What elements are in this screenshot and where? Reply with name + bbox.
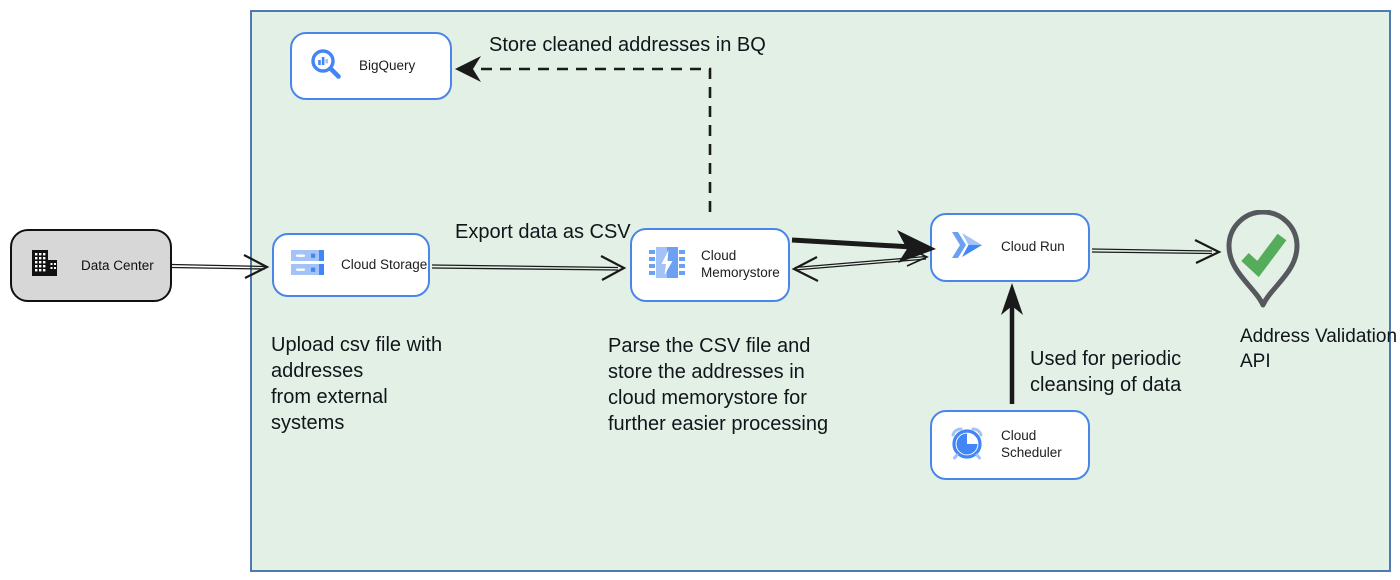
node-label: BigQuery bbox=[359, 57, 416, 73]
node-data-center[interactable]: Data Center bbox=[10, 229, 172, 302]
alarm-clock-icon bbox=[949, 426, 985, 465]
annotation-parse-note: Parse the CSV file and store the address… bbox=[608, 335, 829, 435]
annotation-upload-note: Upload csv file with addresses from exte… bbox=[271, 334, 443, 434]
bigquery-magnifier-icon bbox=[309, 47, 343, 86]
node-address-validation-api[interactable] bbox=[1222, 209, 1304, 315]
building-icon bbox=[29, 248, 59, 283]
node-cloud-scheduler[interactable]: Cloud Scheduler bbox=[930, 410, 1090, 480]
node-label: Data Center bbox=[81, 258, 154, 273]
map-pin-check-icon bbox=[1226, 209, 1300, 308]
cloud-run-chevrons-icon bbox=[949, 230, 985, 265]
node-label: Cloud Scheduler bbox=[1001, 428, 1062, 460]
node-label: Cloud Storage bbox=[341, 256, 428, 272]
node-label: Cloud Memorystore bbox=[701, 248, 780, 280]
check-icon bbox=[1241, 233, 1287, 278]
annotation-periodic-note: Used for periodic cleansing of data bbox=[1030, 348, 1182, 396]
node-label: Cloud Run bbox=[1001, 239, 1065, 255]
node-cloud-memorystore[interactable]: Cloud Memorystore bbox=[630, 228, 790, 302]
node-cloud-run[interactable]: Cloud Run bbox=[930, 213, 1090, 282]
node-bigquery[interactable]: BigQuery bbox=[290, 32, 452, 100]
node-cloud-storage[interactable]: Cloud Storage bbox=[272, 233, 430, 297]
storage-buckets-icon bbox=[291, 249, 325, 282]
annotation-store-bq: Store cleaned addresses in BQ bbox=[489, 34, 766, 56]
system-boundary-container[interactable] bbox=[250, 10, 1391, 572]
annotation-export-csv: Export data as CSV bbox=[455, 221, 631, 243]
memorystore-chip-icon bbox=[649, 246, 685, 285]
address-validation-api-label: Address Validation API bbox=[1240, 326, 1398, 372]
